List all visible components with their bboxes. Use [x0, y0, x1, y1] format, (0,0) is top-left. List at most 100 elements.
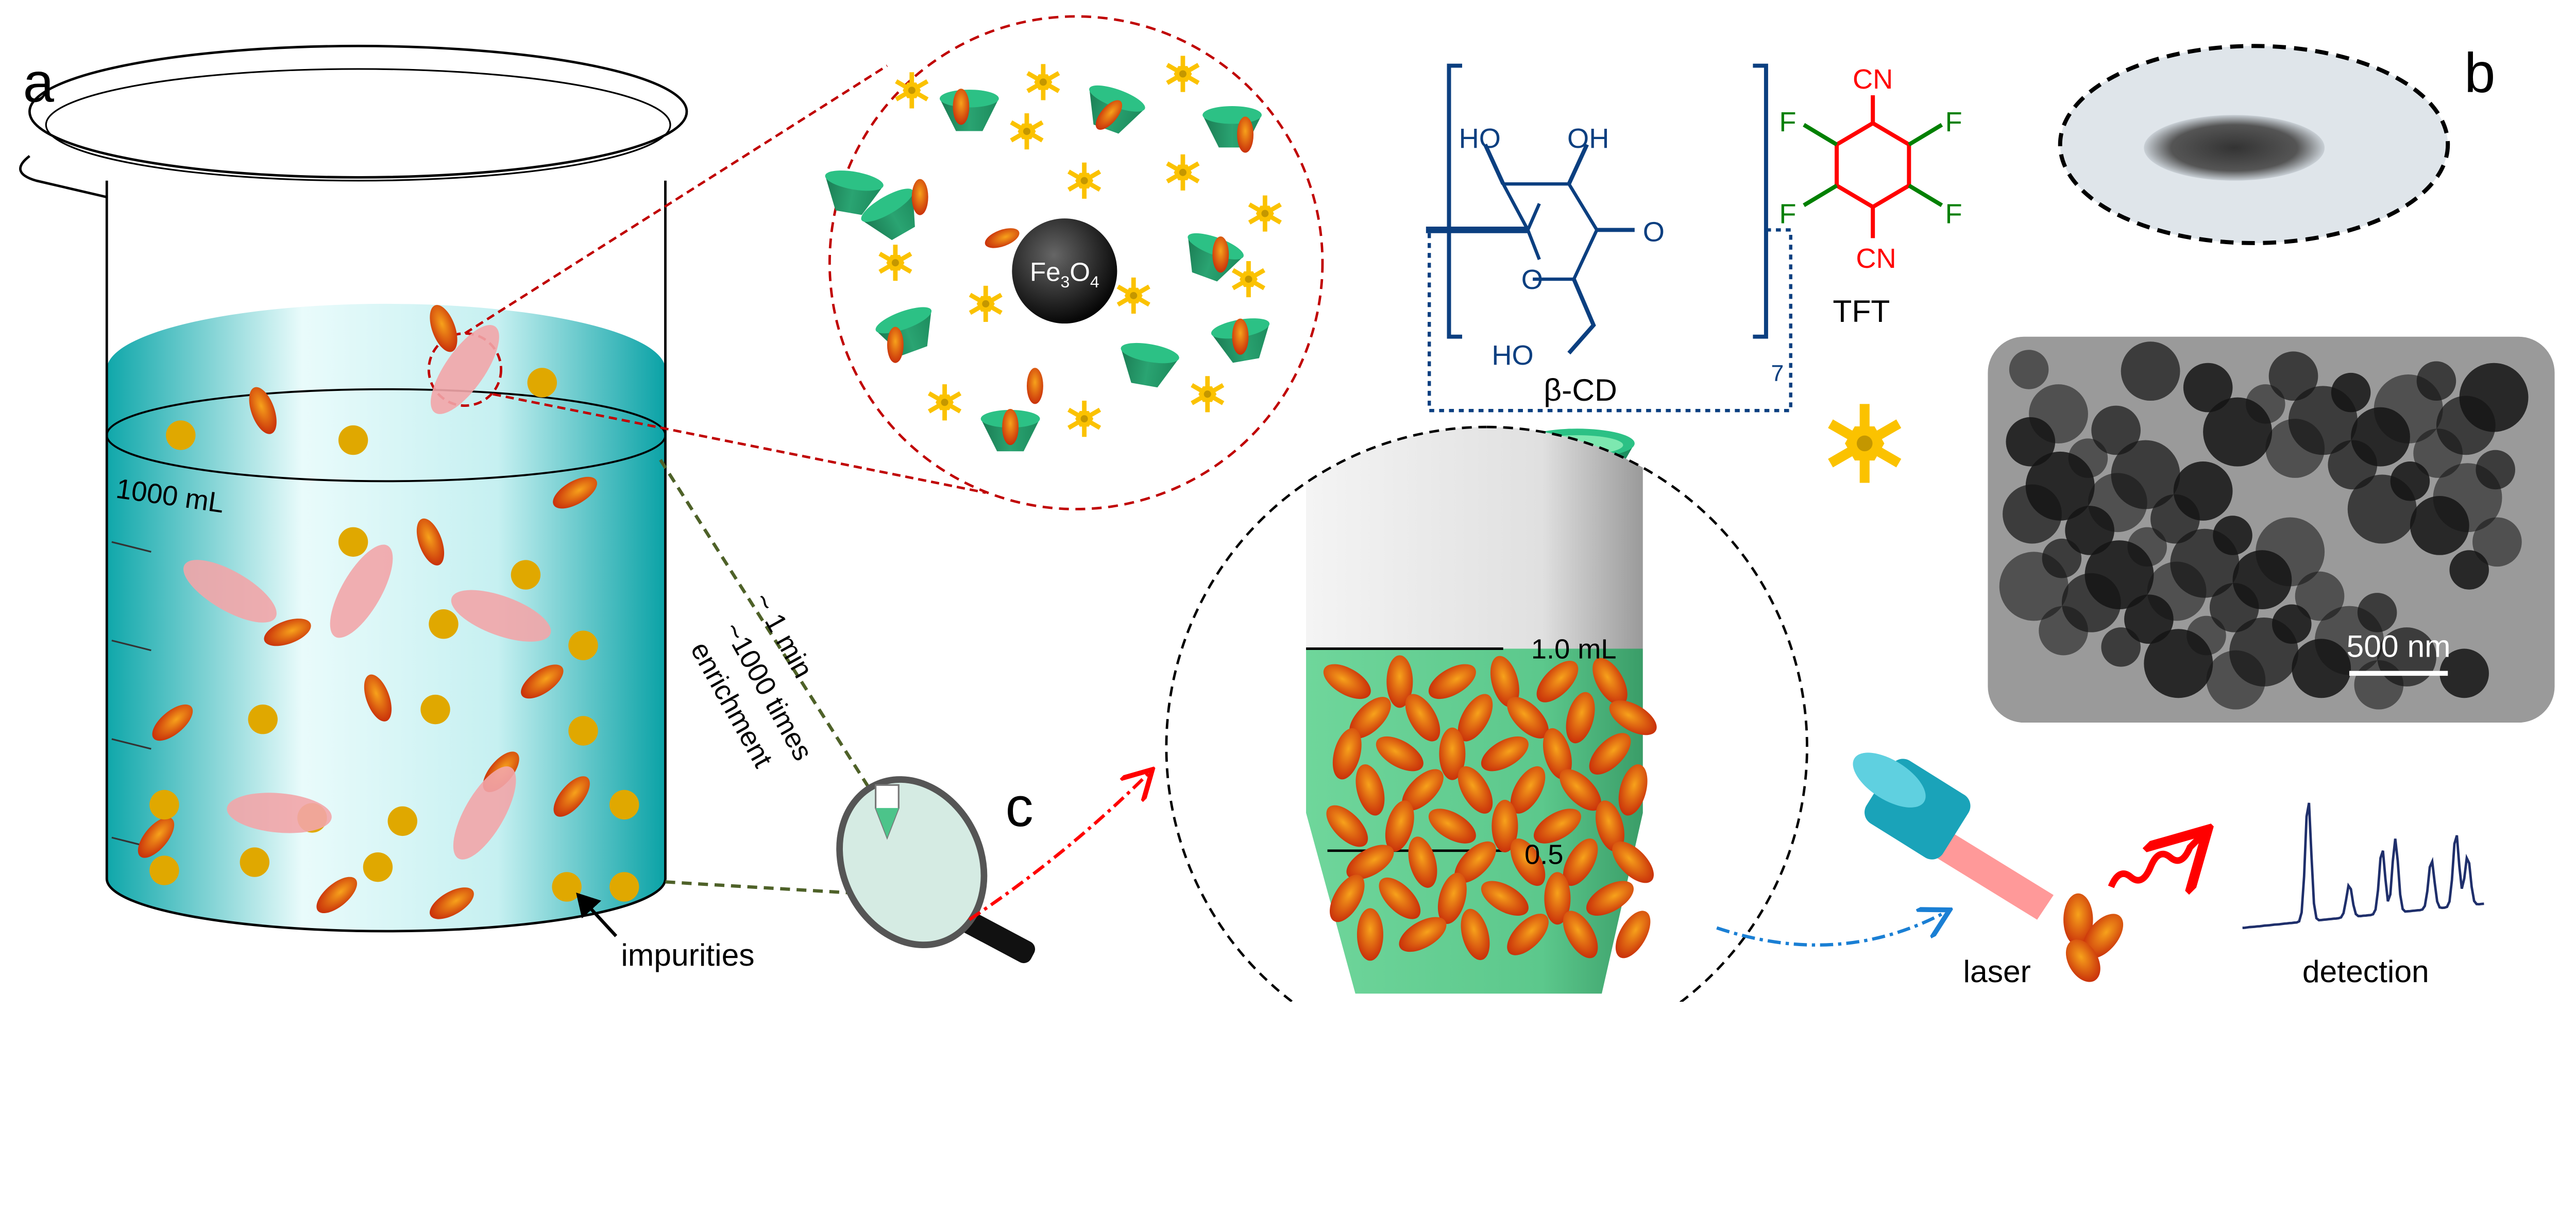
nanoparticle	[2065, 506, 2114, 555]
nanoparticle	[1999, 552, 2069, 621]
protein-impurity	[183, 560, 277, 623]
tft-cn-bottom: CN	[1856, 243, 1896, 274]
impurity	[511, 560, 541, 590]
nanoparticle	[2009, 350, 2049, 389]
target-molecule	[1458, 766, 1493, 814]
impurity	[527, 368, 557, 398]
nanoparticle	[2150, 494, 2200, 544]
target-molecule	[1437, 872, 1467, 924]
raman-spectrum	[2242, 802, 2484, 930]
protein-impurity	[451, 590, 551, 642]
impurities-arrow	[576, 893, 618, 937]
nanoparticle	[2439, 648, 2489, 698]
impurity	[420, 694, 450, 725]
target-molecule	[1481, 881, 1529, 916]
target-molecule	[1330, 875, 1365, 922]
target-molecule	[1326, 805, 1368, 847]
nanoparticle	[2449, 550, 2489, 590]
figure-container: a 1000 mL impurities Fe3O4 HO O	[19, 15, 2555, 1002]
target-molecule	[1507, 697, 1549, 739]
target-molecule	[1566, 692, 1595, 744]
target-molecule	[1586, 881, 1634, 916]
target-molecule	[1563, 838, 1598, 886]
tft-linker	[1067, 162, 1101, 199]
panel-label-a: a	[23, 52, 55, 114]
powder-photo	[2058, 44, 2450, 245]
panel-label-b: b	[2464, 42, 2495, 104]
target-molecule	[1492, 799, 1518, 852]
emission-wave-arrow	[2108, 834, 2204, 887]
target-molecule	[1095, 100, 1123, 130]
target-molecule	[1543, 728, 1572, 780]
tem-image: 500 nm	[1988, 336, 2555, 723]
tft-linker	[1166, 56, 1200, 92]
tft-linker	[1067, 401, 1101, 437]
detection-label: detection	[2302, 954, 2429, 989]
target-molecule	[1563, 911, 1598, 958]
magnifier-icon	[836, 776, 1036, 964]
target-molecule	[264, 619, 311, 646]
beta-cd-label: β-CD	[1544, 372, 1617, 407]
tft-linker	[1166, 154, 1200, 191]
beaker	[19, 44, 688, 933]
target-molecule	[1461, 909, 1490, 961]
tft-star-icon	[1828, 404, 1902, 483]
target-molecule	[364, 674, 392, 722]
target-molecule	[1560, 769, 1601, 811]
cd-repeat-n: 7	[1771, 361, 1784, 386]
impurity	[149, 855, 179, 885]
nanoparticle	[2265, 419, 2325, 478]
protein-impurity	[330, 544, 393, 638]
cd-link-o: O	[1643, 217, 1665, 248]
impurity	[552, 872, 582, 902]
target-molecule	[249, 387, 277, 434]
target-molecule	[1399, 917, 1447, 952]
nanoparticle	[2292, 639, 2351, 698]
target-molecule	[1346, 845, 1394, 880]
beta-cd-cup	[861, 188, 915, 241]
target-molecule	[430, 305, 457, 352]
target-molecule	[152, 704, 193, 741]
impurity	[363, 852, 393, 882]
target-molecule	[1355, 764, 1385, 816]
liquid	[107, 303, 666, 932]
target-molecule	[1232, 318, 1249, 355]
target-molecule	[1332, 728, 1362, 780]
target-molecule	[1596, 800, 1624, 852]
impurity	[568, 716, 598, 746]
tft-linker	[1231, 261, 1266, 298]
target-molecule	[911, 179, 928, 215]
nanoparticle	[2410, 496, 2469, 555]
tft-cn-top: CN	[1853, 64, 1893, 95]
nanocomposite-zoom: Fe3O4	[825, 15, 1324, 510]
tft-linker	[969, 285, 1003, 322]
target-molecule	[1507, 914, 1549, 955]
target-molecule	[1349, 697, 1391, 739]
impurity	[387, 806, 417, 836]
tft-f: F	[1779, 107, 1796, 138]
nanoparticle	[2144, 629, 2213, 698]
nanoparticle	[2091, 405, 2141, 455]
fe3o4-core	[1012, 218, 1117, 324]
scale-bar-label: 500 nm	[2347, 629, 2451, 664]
target-molecule	[953, 89, 970, 125]
nanoparticle	[2295, 571, 2345, 621]
impurity	[149, 790, 179, 820]
nanoparticle	[2003, 484, 2062, 544]
nanoparticle	[2121, 341, 2180, 401]
target-molecule	[1544, 872, 1571, 925]
to-laser-arrow	[1716, 912, 1946, 947]
tft-linker	[1010, 113, 1044, 150]
tft-linker	[1828, 404, 1902, 483]
nanoparticle	[2006, 417, 2056, 467]
nanoparticle	[2183, 363, 2233, 413]
tft-f: F	[1779, 199, 1796, 230]
target-molecule	[1490, 656, 1519, 708]
magnify-arrow	[968, 772, 1150, 921]
target-molecule	[1612, 841, 1654, 883]
impurity	[338, 425, 368, 455]
target-molecule	[1536, 660, 1579, 702]
target-molecule	[1510, 838, 1546, 886]
tft-linker	[1248, 195, 1282, 232]
target-molecule	[1212, 236, 1229, 273]
